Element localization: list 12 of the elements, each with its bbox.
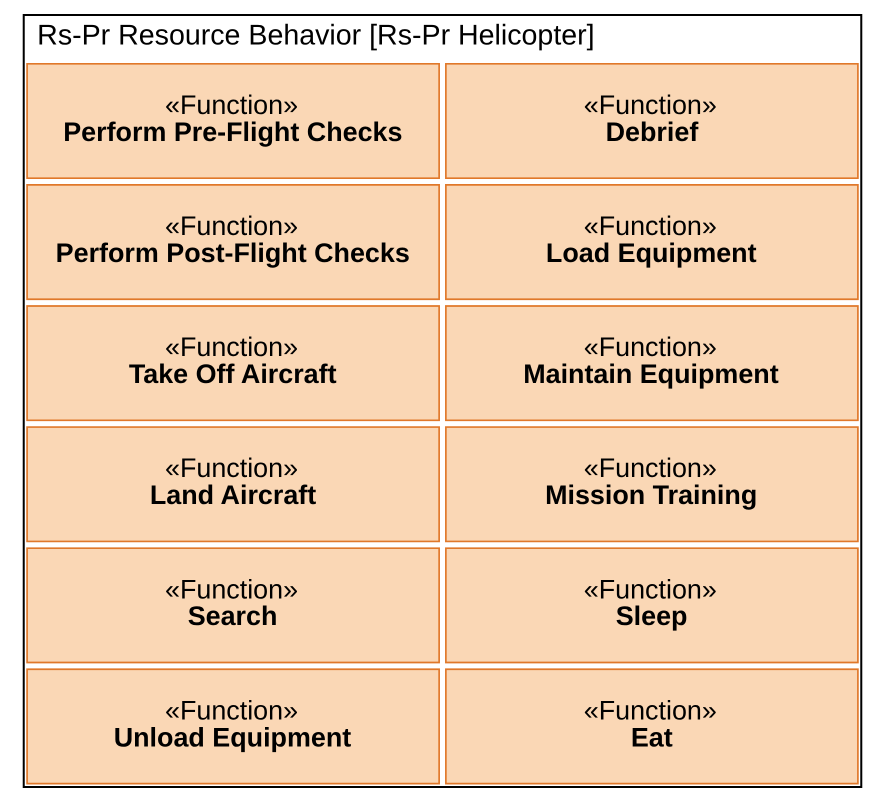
node-box: «Function» Search xyxy=(26,547,440,664)
node-box: «Function» Take Off Aircraft xyxy=(26,305,440,422)
node-box: «Function» Perform Pre-Flight Checks xyxy=(26,62,440,179)
node-box: «Function» Maintain Equipment xyxy=(445,305,859,422)
node-box: «Function» Debrief xyxy=(445,62,859,179)
node-box: «Function» Mission Training xyxy=(445,426,859,542)
node-box: «Function» Load Equipment xyxy=(445,184,859,300)
node-box: «Function» Land Aircraft xyxy=(26,426,440,542)
node-box: «Function» Sleep xyxy=(445,547,859,664)
node-box: «Function» Eat xyxy=(445,668,859,784)
node-box: «Function» Perform Post-Flight Checks xyxy=(26,184,440,300)
node-box: «Function» Unload Equipment xyxy=(26,668,440,784)
